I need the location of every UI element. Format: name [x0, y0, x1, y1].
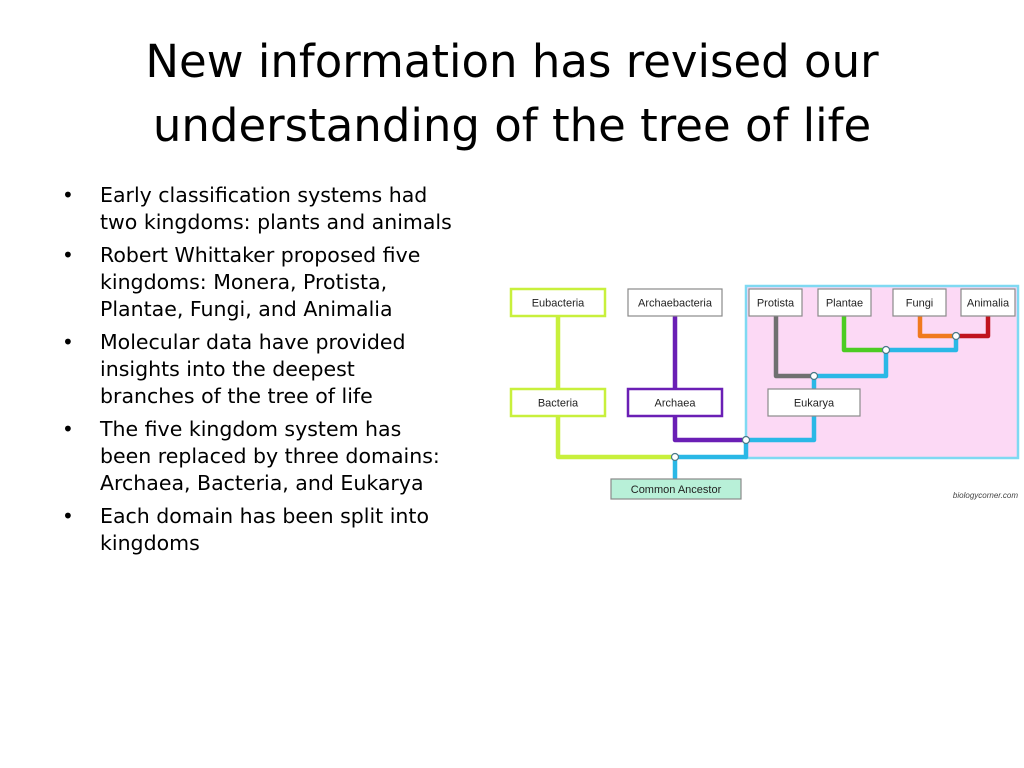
node-label: Eukarya	[794, 398, 835, 410]
node-eukarya: Eukarya	[767, 388, 861, 417]
bullet-text: Early classification systems had two kin…	[100, 182, 512, 236]
node-eubacteria: Eubacteria	[509, 287, 607, 318]
node-label: Fungi	[906, 298, 934, 310]
bullet-item: • Early classification systems had two k…	[62, 182, 512, 236]
node-common-ancestor: Common Ancestor	[610, 478, 742, 500]
node-label: Animalia	[967, 298, 1010, 310]
animalia-branch	[953, 313, 991, 339]
fungi-branch	[917, 313, 959, 339]
bullet-text: Molecular data have provided insights in…	[100, 329, 512, 410]
bullet-marker: •	[62, 330, 74, 354]
bullet-item: • Robert Whittaker proposed five kingdom…	[62, 242, 512, 323]
image-credit: biologycorner.com	[953, 491, 1018, 500]
bullet-line: Molecular data have provided	[100, 330, 406, 354]
bullet-line: The five kingdom system has	[100, 417, 402, 441]
archaea-branch	[672, 412, 749, 443]
slide-title-line-2: understanding of the tree of life	[152, 99, 872, 152]
bullet-line: Early classification systems had	[100, 183, 428, 207]
tree-of-life-diagram: Eubacteria Archaebacteria Protista Plant…	[509, 284, 1020, 500]
bullet-line: Robert Whittaker proposed five	[100, 243, 421, 267]
junction-dot	[951, 331, 961, 341]
bullet-line: branches of the tree of life	[100, 384, 373, 408]
bullet-marker: •	[62, 504, 74, 528]
junction-dot	[741, 435, 751, 445]
node-protista: Protista	[748, 288, 803, 317]
bullet-text: Robert Whittaker proposed five kingdoms:…	[100, 242, 512, 323]
node-bacteria: Bacteria	[509, 387, 607, 418]
bullet-item: • Molecular data have provided insights …	[62, 329, 512, 410]
node-label: Eubacteria	[532, 298, 585, 310]
junction-dot	[809, 371, 819, 381]
bullet-line: Plantae, Fungi, and Animalia	[100, 297, 393, 321]
bullet-line: kingdoms: Monera, Protista,	[100, 270, 388, 294]
node-fungi: Fungi	[892, 288, 947, 317]
bullet-marker: •	[62, 183, 74, 207]
bullet-item: • The five kingdom system has been repla…	[62, 416, 512, 497]
bullet-text: Each domain has been split into kingdoms	[100, 503, 512, 557]
bullet-line: Archaea, Bacteria, and Eukarya	[100, 471, 424, 495]
node-animalia: Animalia	[960, 288, 1016, 317]
plantae-branch	[841, 313, 889, 353]
bullet-marker: •	[62, 417, 74, 441]
junction-dot	[881, 345, 891, 355]
node-plantae: Plantae	[817, 288, 872, 317]
bullet-line: Each domain has been split into	[100, 504, 429, 528]
bullet-list: • Early classification systems had two k…	[62, 182, 512, 563]
node-archaebacteria: Archaebacteria	[627, 288, 723, 317]
node-label: Archaebacteria	[638, 298, 713, 310]
bullet-marker: •	[62, 243, 74, 267]
node-archaea: Archaea	[626, 387, 724, 418]
junction-dot	[670, 452, 680, 462]
protista-branch	[773, 313, 817, 379]
node-label: Plantae	[826, 298, 863, 310]
bullet-line: kingdoms	[100, 531, 200, 555]
bullet-item: • Each domain has been split into kingdo…	[62, 503, 512, 557]
slide-title: New information has revised our understa…	[40, 30, 984, 158]
bullet-line: insights into the deepest	[100, 357, 355, 381]
node-label: Protista	[757, 298, 795, 310]
node-label: Archaea	[655, 398, 697, 410]
slide-title-line-1: New information has revised our	[145, 35, 879, 88]
bullet-text: The five kingdom system has been replace…	[100, 416, 512, 497]
bullet-line: been replaced by three domains:	[100, 444, 440, 468]
node-label: Bacteria	[538, 398, 579, 410]
bullet-line: two kingdoms: plants and animals	[100, 210, 452, 234]
node-label: Common Ancestor	[631, 484, 722, 496]
bacteria-branch	[555, 414, 678, 460]
